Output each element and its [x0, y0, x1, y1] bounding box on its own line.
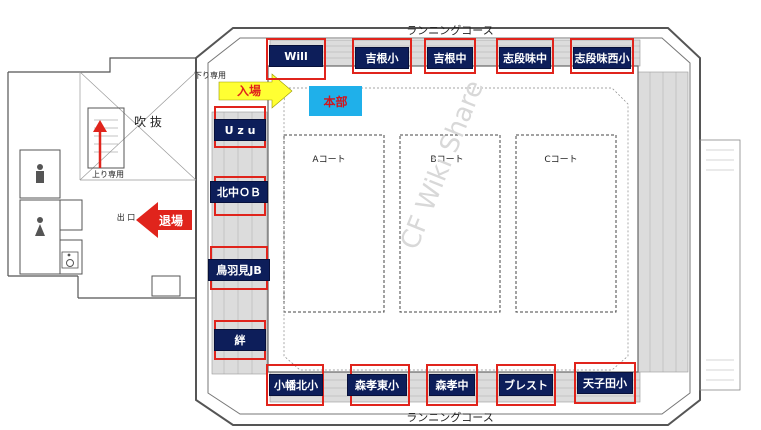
- team-yoshine-sho[interactable]: 吉根小: [355, 47, 409, 69]
- exit-label: 退場: [158, 213, 183, 228]
- exit-arrow-icon[interactable]: [136, 202, 192, 238]
- team-kitachu-ob[interactable]: 北中ＯＢ: [210, 181, 268, 203]
- highlight-shidami-nishi-sho: [570, 38, 634, 74]
- inner-floor-boundary: [283, 87, 629, 371]
- team-tobami-jb[interactable]: 鳥羽見JB: [208, 259, 270, 281]
- exit-door-label: 出 口: [117, 212, 136, 222]
- running-course-track: [207, 37, 691, 415]
- arena-floor: [267, 65, 639, 373]
- court-c-label: Cコート: [544, 155, 577, 165]
- team-will[interactable]: Will: [269, 45, 323, 67]
- highlight-tendenda-sho: [574, 362, 636, 404]
- team-blest[interactable]: ブレスト: [499, 374, 553, 396]
- team-yoshine-chu[interactable]: 吉根中: [427, 47, 473, 69]
- team-moritaka-higashi-sho[interactable]: 森孝東小: [347, 374, 407, 396]
- highlight-obatakita-sho: [266, 364, 324, 406]
- highlight-yoshine-chu: [424, 38, 476, 74]
- down-only-label: 下り専用: [194, 70, 226, 80]
- highlight-shidami-chu: [496, 38, 554, 74]
- court-c: [515, 134, 617, 313]
- team-obatakita-sho[interactable]: 小幡北小: [269, 374, 323, 396]
- court-b: [399, 134, 501, 313]
- up-arrow-icon: [93, 120, 107, 168]
- right-stair-structure: [699, 139, 741, 391]
- court-b-label: Bコート: [430, 155, 463, 165]
- team-shidami-nishi-sho[interactable]: 志段味西小: [573, 47, 631, 69]
- highlight-will: [266, 38, 326, 80]
- running-course-top: ランニングコース: [406, 23, 493, 37]
- running-course-bottom: ランニングコース: [406, 410, 493, 424]
- lobby-area: [7, 57, 197, 299]
- team-uzu[interactable]: U z u: [214, 119, 266, 141]
- highlight-blest: [496, 364, 556, 406]
- team-kizuna[interactable]: 絆: [214, 329, 266, 351]
- restroom-woman-icon: [35, 217, 45, 236]
- team-moritaka-chu[interactable]: 森孝中: [429, 374, 475, 396]
- restroom-man-icon: [36, 164, 44, 183]
- atrium-label: 吹 抜: [134, 115, 162, 129]
- entrance-label: 入場: [236, 83, 261, 98]
- headquarters-badge[interactable]: 本部: [309, 86, 362, 116]
- up-only-label: 上り専用: [92, 169, 124, 179]
- team-shidami-chu[interactable]: 志段味中: [499, 47, 551, 69]
- seating-right: [637, 71, 689, 373]
- court-a-label: Aコート: [312, 155, 345, 165]
- highlight-yoshine-sho: [352, 38, 412, 74]
- highlight-moritaka-chu: [426, 364, 478, 406]
- team-tendenda-sho[interactable]: 天子田小: [577, 372, 633, 394]
- entrance-arrow-icon[interactable]: [218, 73, 293, 109]
- wheelchair-icon: [61, 251, 79, 269]
